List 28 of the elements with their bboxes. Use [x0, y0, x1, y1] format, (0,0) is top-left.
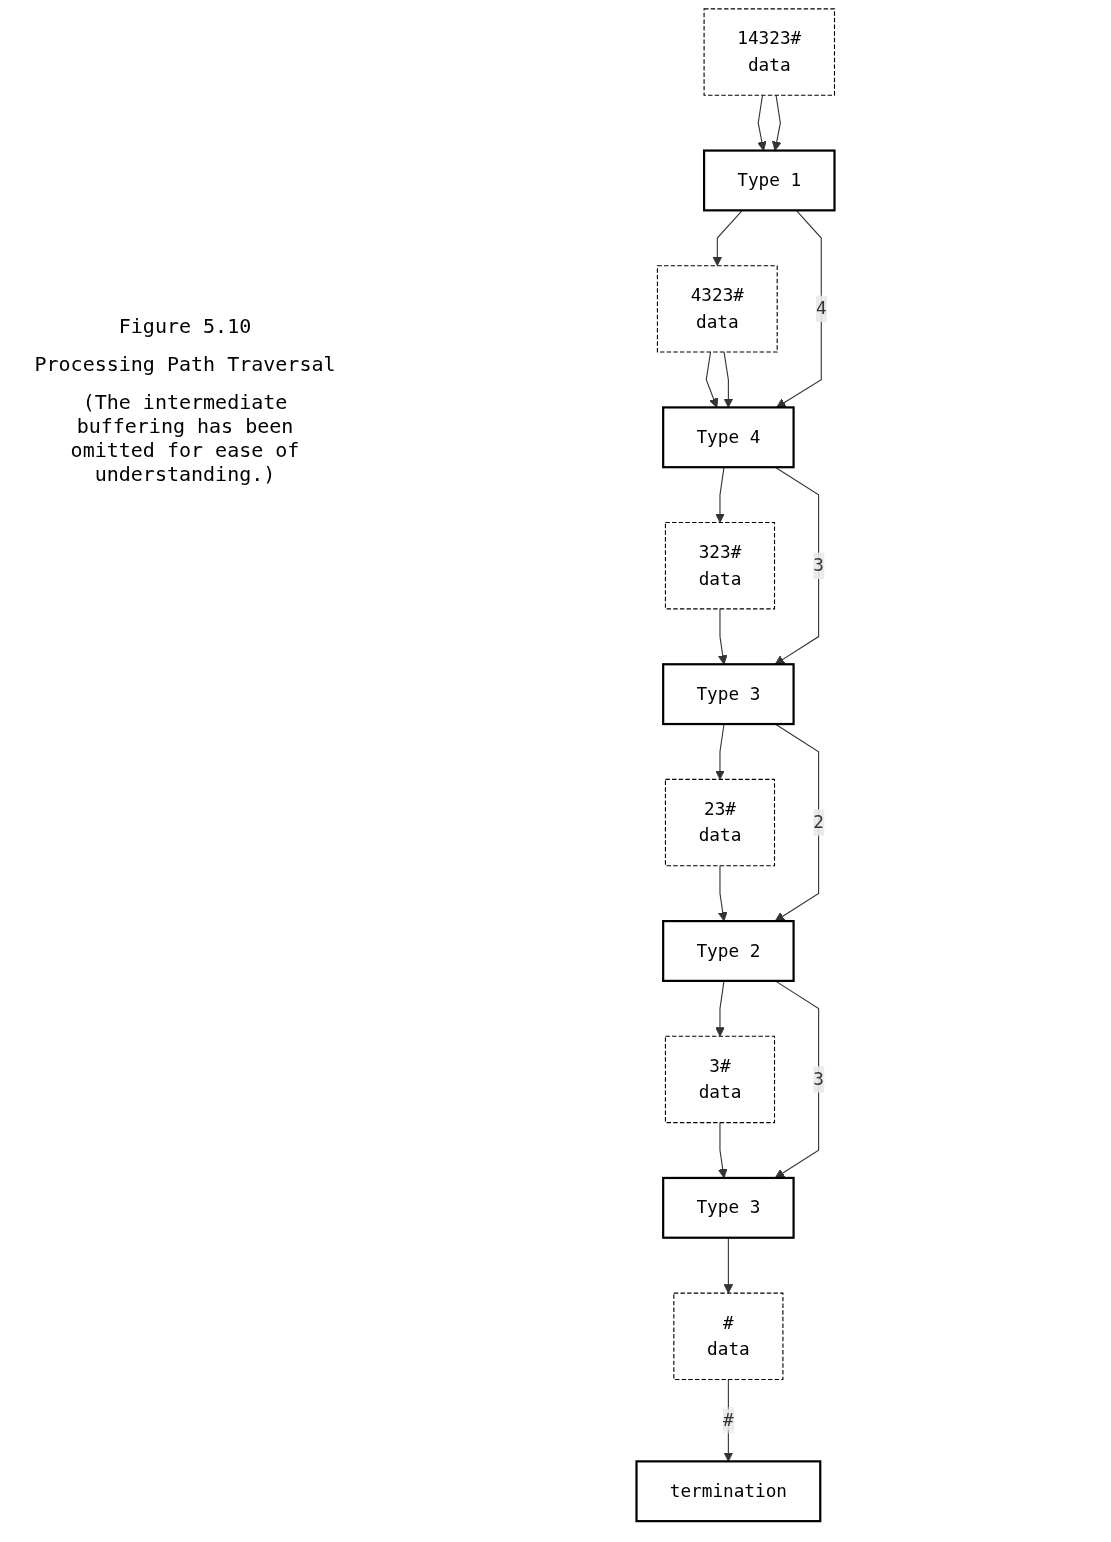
arrow [757, 94, 767, 151]
node-box: 4323# data [656, 265, 778, 353]
node-box: Type 3 [662, 1176, 795, 1239]
node-box: Type 1 [702, 149, 836, 212]
edge-label: # [723, 1409, 734, 1431]
node-box: 323# data [664, 522, 776, 610]
node-box: # data [673, 1292, 784, 1380]
arrow [723, 1237, 734, 1294]
node-box: termination [635, 1460, 822, 1523]
caption-text: Figure 5.10 [117, 314, 253, 338]
edge-label: 4 [815, 297, 827, 319]
node-box: 14323# data [703, 8, 836, 96]
node-box: 3# data [664, 1035, 776, 1124]
caption-text: Processing Path Traversal [33, 352, 337, 376]
arrow [771, 94, 782, 151]
node-box: Type 3 [662, 663, 795, 726]
node-box: 23# data [664, 778, 776, 867]
caption-text: (The intermediate buffering has been omitted for ease of understanding.) [69, 390, 301, 486]
arrow [717, 608, 728, 665]
edge-label: 3 [813, 1068, 824, 1090]
edge-label: 3 [813, 554, 824, 576]
node-box: Type 2 [662, 920, 795, 982]
arrow [717, 865, 728, 922]
edge-label: 2 [813, 811, 824, 833]
arrow [715, 980, 725, 1037]
node-box: Type 4 [662, 406, 795, 469]
arrow [723, 351, 734, 408]
arrow [705, 351, 719, 408]
